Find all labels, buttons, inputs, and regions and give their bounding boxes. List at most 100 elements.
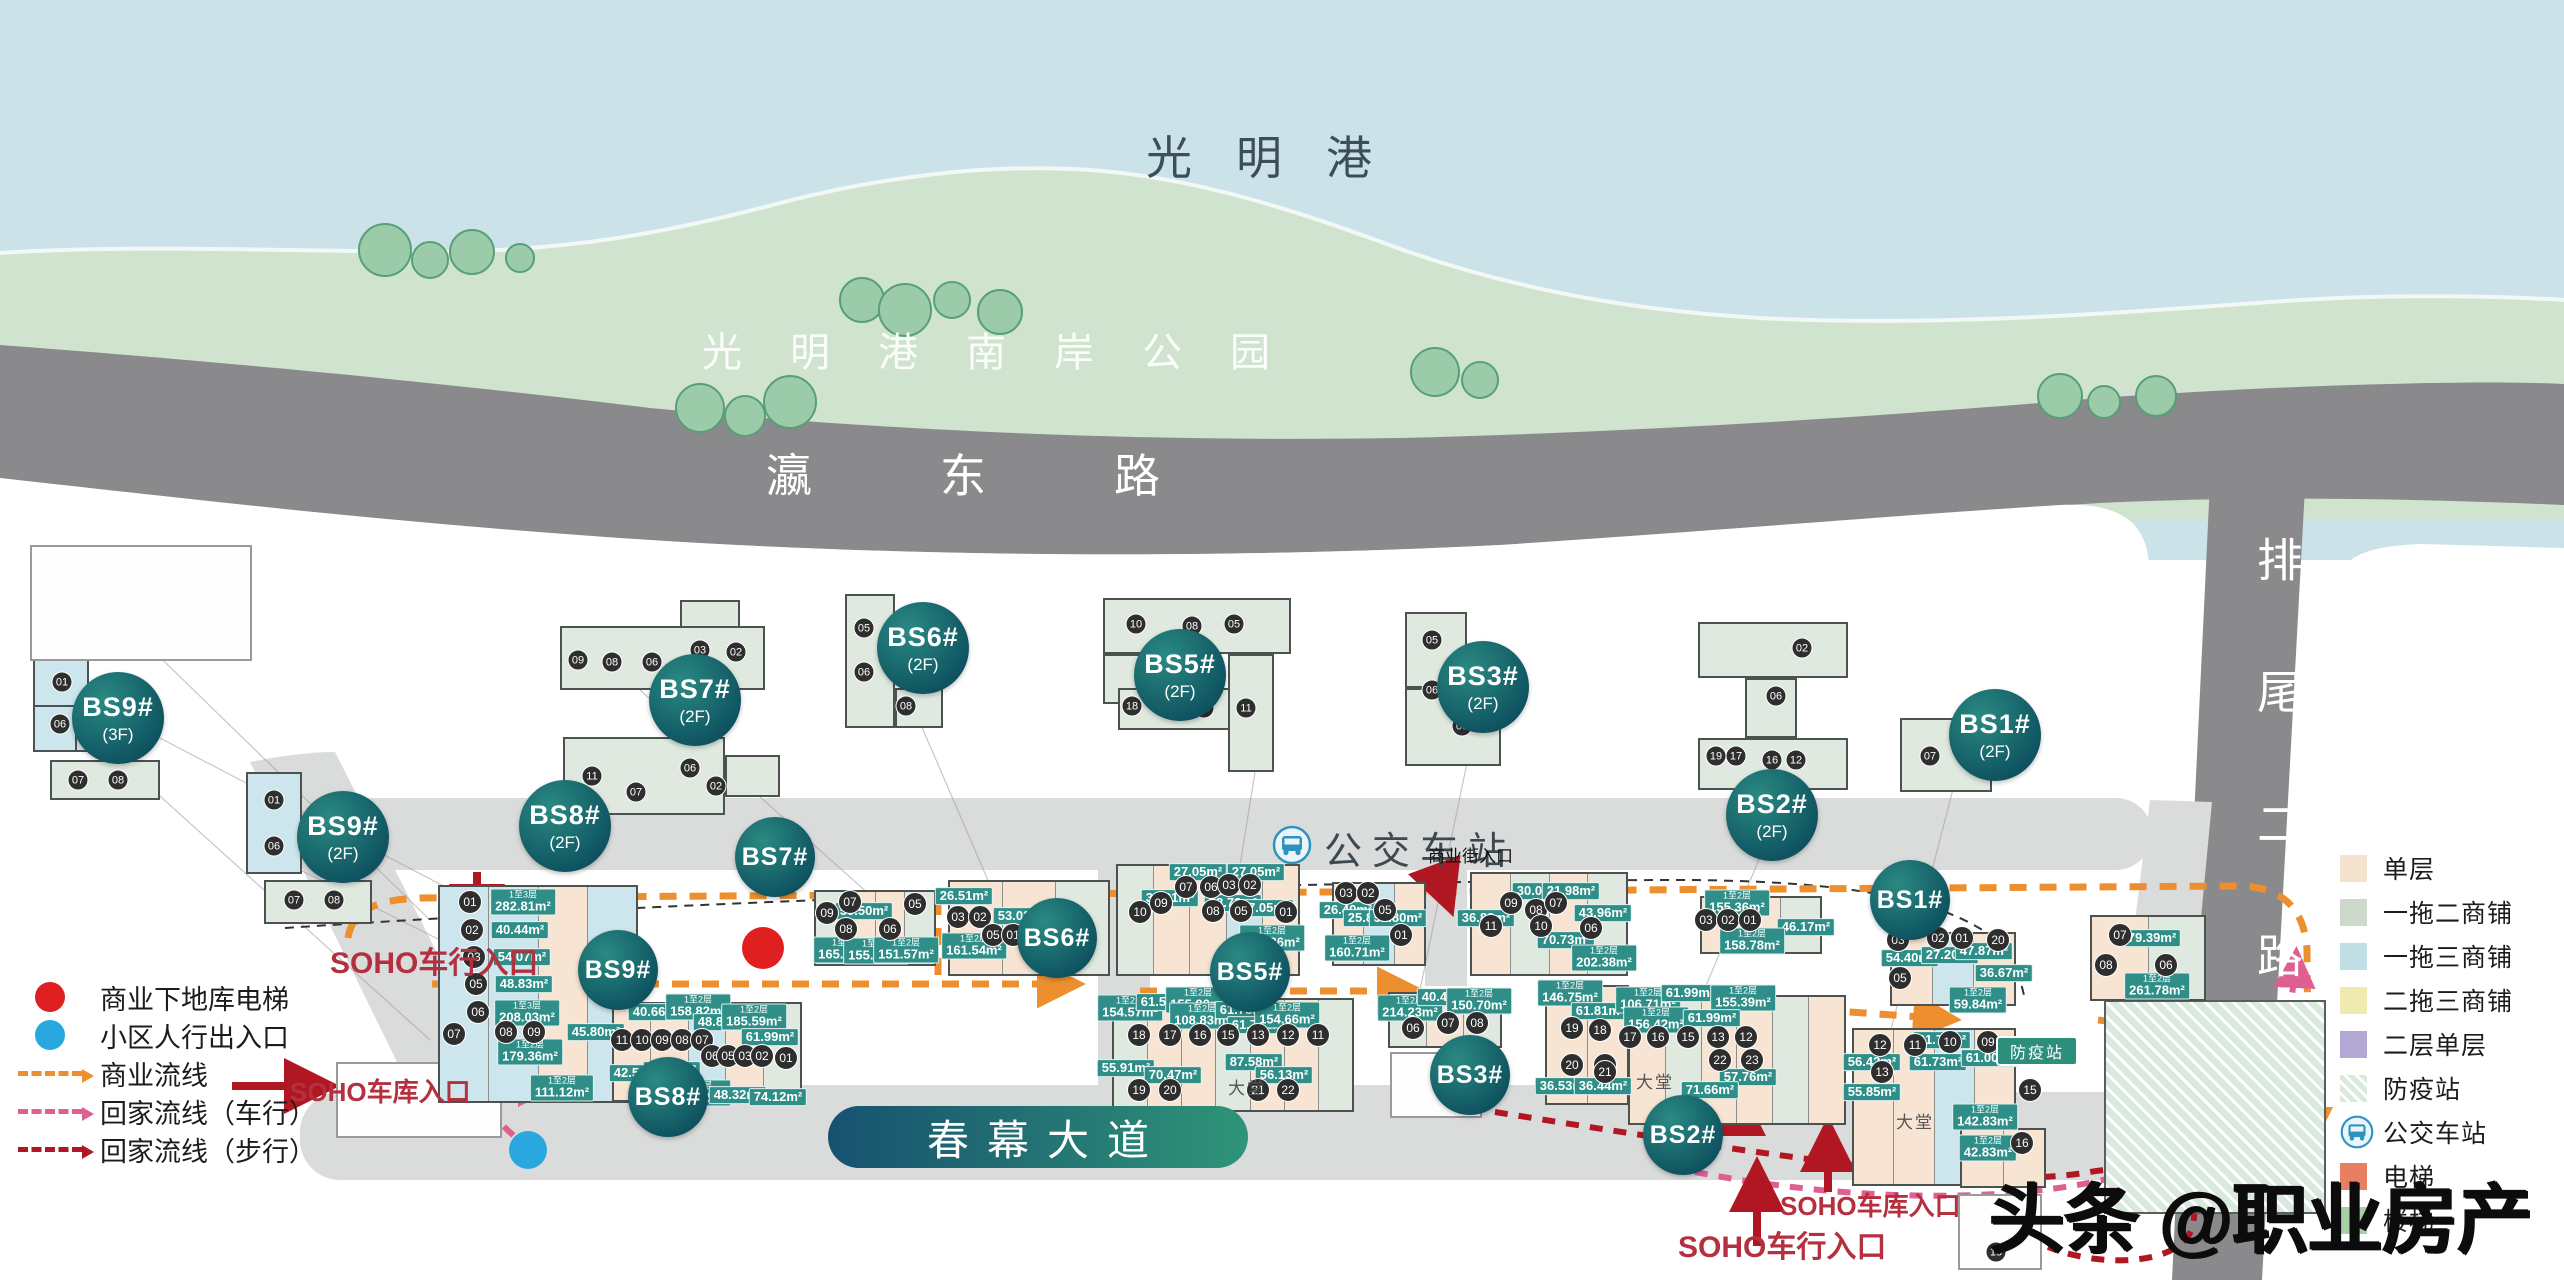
unit-number: 05 bbox=[1888, 966, 1912, 990]
unit-number: 17 bbox=[1618, 1025, 1642, 1049]
unit-number: 03 bbox=[946, 905, 970, 929]
unit-number: 12 bbox=[1734, 1025, 1758, 1049]
unit-number: 01 bbox=[263, 789, 285, 811]
unit-number: 01 bbox=[1950, 926, 1974, 950]
unit-number: 01 bbox=[1274, 900, 1298, 924]
unit-number: 07 bbox=[625, 781, 647, 803]
building-plan bbox=[30, 545, 252, 661]
area-tag: 79.39m² bbox=[2122, 929, 2182, 947]
area-tag: 26.51m² bbox=[934, 887, 994, 905]
unit-number: 11 bbox=[1306, 1023, 1330, 1047]
unit-number: 09 bbox=[815, 901, 839, 925]
area-tag-floors: 1至2层 bbox=[1555, 980, 1584, 991]
area-tag: 48.83m² bbox=[494, 975, 554, 993]
area-tag-value: 111.12m² bbox=[534, 1084, 590, 1100]
unit-number: 17 bbox=[1725, 745, 1747, 767]
area-tag-value: 151.57m² bbox=[878, 946, 934, 962]
unit-number: 07 bbox=[1544, 891, 1568, 915]
area-tag-value: 261.78m² bbox=[2129, 982, 2185, 998]
unit-number: 23 bbox=[1740, 1048, 1764, 1072]
badge-label: BS3# bbox=[1447, 660, 1519, 691]
soho-entrance-annotation: SOHO车库入口 bbox=[1780, 1191, 1961, 1221]
legend-label: 回家流线（车行） bbox=[100, 1098, 316, 1129]
unit-number: 08 bbox=[107, 769, 129, 791]
color-swatch bbox=[2340, 898, 2367, 926]
area-tag-floors: 1至2层 bbox=[1257, 925, 1286, 936]
badge-label: BS2# bbox=[1649, 1120, 1717, 1149]
badge-label: BS7# bbox=[741, 842, 809, 871]
legend-dash-icon bbox=[14, 1144, 94, 1159]
dot-swatch bbox=[35, 982, 65, 1012]
area-tag: 61.99m² bbox=[1682, 1009, 1742, 1027]
area-tag-value: 155.39m² bbox=[1715, 994, 1771, 1010]
legend-label: 楼梯 bbox=[2383, 1208, 2436, 1236]
area-tag-value: 146.75m² bbox=[1542, 989, 1598, 1005]
area-tag: 61.99m² bbox=[1660, 984, 1720, 1002]
badge-floor: (2F) bbox=[1467, 693, 1499, 713]
unit-number: 02 bbox=[1791, 637, 1813, 659]
building-plan bbox=[264, 880, 372, 924]
area-tag-value: 87.58m² bbox=[1229, 1054, 1279, 1070]
area-tag-floors: 1至2层 bbox=[2142, 973, 2171, 984]
unit-number: 02 bbox=[1716, 908, 1740, 932]
unit-number: 19 bbox=[1560, 1016, 1584, 1040]
area-tag-value: 185.59m² bbox=[726, 1013, 782, 1029]
badge-floor: (2F) bbox=[1756, 821, 1788, 841]
legend-item: 防疫站 bbox=[2340, 1066, 2513, 1110]
unit-number: 01 bbox=[51, 671, 73, 693]
building-badge-bs7: BS7#(2F) bbox=[649, 654, 741, 746]
strip-badge-bs2: BS2# bbox=[1643, 1095, 1723, 1175]
legend-item: 公交车站 bbox=[2340, 1110, 2513, 1154]
unit-number: 20 bbox=[1560, 1053, 1584, 1077]
pedestrian-exit-dot bbox=[509, 1131, 547, 1169]
unit-number: 07 bbox=[442, 1022, 466, 1046]
unit-number: 07 bbox=[283, 889, 305, 911]
unit-number: 13 bbox=[1246, 1023, 1270, 1047]
area-tag-value: 61.99m² bbox=[745, 1029, 795, 1045]
color-swatch bbox=[2340, 854, 2367, 882]
unit-number: 05 bbox=[1229, 899, 1253, 923]
unit-number: 16 bbox=[2010, 1131, 2034, 1155]
unit-number: 01 bbox=[1389, 923, 1413, 947]
unit-number: 06 bbox=[679, 757, 701, 779]
unit-number: 15 bbox=[2018, 1078, 2042, 1102]
area-tag-value: 208.03m² bbox=[499, 1009, 555, 1025]
area-tag: 61.99m² bbox=[740, 1028, 800, 1046]
shop-cell bbox=[1809, 997, 1844, 1123]
area-tag: 55.85m² bbox=[1842, 1083, 1902, 1101]
hatch-swatch bbox=[2340, 1074, 2367, 1102]
area-tag: 40.44m² bbox=[490, 921, 550, 939]
building-badge-bs9: BS9#(3F) bbox=[72, 672, 164, 764]
area-tag-value: 158.78m² bbox=[1724, 937, 1780, 953]
area-tag: 36.67m² bbox=[1974, 964, 2034, 982]
unit-number: 13 bbox=[1870, 1060, 1894, 1084]
strip-badge-bs9: BS9# bbox=[578, 930, 658, 1010]
area-tag-floors: 1至2层 bbox=[1115, 995, 1144, 1006]
badge-label: BS9# bbox=[584, 955, 652, 984]
unit-number: 08 bbox=[2094, 953, 2118, 977]
color-swatch bbox=[2340, 1030, 2367, 1058]
unit-number: 03 bbox=[1694, 908, 1718, 932]
home-flow-walk-line bbox=[1494, 1109, 2197, 1264]
unit-number: 07 bbox=[1436, 1011, 1460, 1035]
lobby-label: 大堂 bbox=[1228, 1079, 1266, 1098]
unit-number: 06 bbox=[1401, 1016, 1425, 1040]
shop-cell bbox=[489, 887, 539, 1101]
unit-number: 08 bbox=[834, 917, 858, 941]
area-tag-value: 40.44m² bbox=[495, 922, 545, 938]
unit-number: 05 bbox=[853, 617, 875, 639]
area-tag-floors: 1至2层 bbox=[1272, 1002, 1301, 1013]
unit-number: 11 bbox=[1903, 1033, 1927, 1057]
building-badge-bs3: BS3#(2F) bbox=[1437, 641, 1529, 733]
unit-number: 06 bbox=[466, 1000, 490, 1024]
dot-swatch bbox=[35, 1020, 65, 1050]
unit-number: 09 bbox=[567, 649, 589, 671]
area-tag-value: 79.39m² bbox=[2127, 930, 2177, 946]
unit-number: 15 bbox=[1216, 1023, 1240, 1047]
unit-number: 07 bbox=[1919, 745, 1941, 767]
